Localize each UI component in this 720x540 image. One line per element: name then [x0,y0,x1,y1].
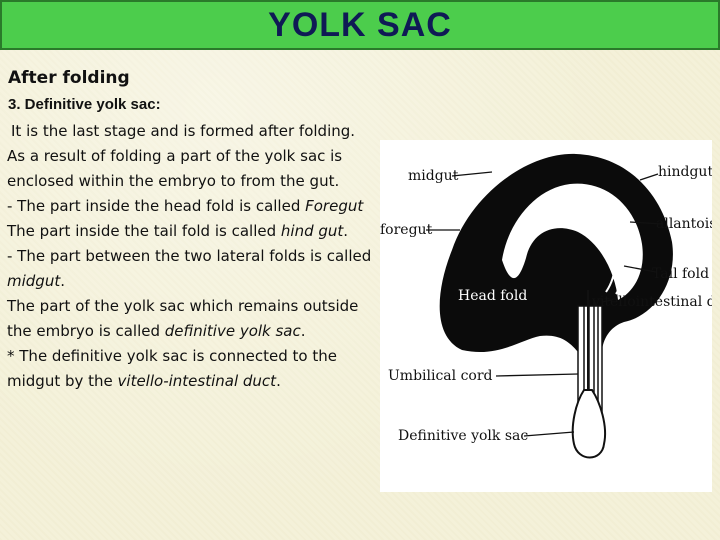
paragraph-hindgut: The part inside the tail fold is called … [7,219,379,244]
leader-line [451,171,493,177]
label-allantois: allantois [656,216,712,232]
definitive-yolk-sac-shape [571,389,606,459]
leader-line [523,431,575,437]
hindgut-term: hind gut [280,222,344,240]
label-foregut: foregut [380,222,433,238]
definitive-period: . [300,322,306,340]
label-umbilical-cord: Umbilical cord [388,368,493,384]
embryo-diagram-svg: midgut hindgut foregut allantois Tail fo… [380,153,712,459]
gut-line [529,198,629,295]
leader-line [495,373,579,377]
title-bar: YOLK SAC [0,0,720,50]
leader-line [639,173,659,181]
midgut-period: . [60,272,65,290]
paragraph-definitive: The part of the yolk sac which remains o… [7,294,379,344]
label-definitive-yolk-sac: Definitive yolk sac [398,428,528,444]
label-vitello-duct: vitellointestinal duct [591,294,712,310]
leader-line [601,299,613,303]
midgut-text: - The part between the two lateral folds… [7,247,372,265]
duct-text: * The definitive yolk sac is connected t… [7,347,337,390]
duct-period: . [276,372,281,390]
foregut-text: - The part inside the head fold is calle… [7,197,306,215]
paragraph-midgut: - The part between the two lateral folds… [7,244,379,294]
paragraph-intro: It is the last stage and is formed after… [11,122,356,140]
paragraph-folding: As a result of folding a part of the yol… [7,147,343,190]
paragraph-foregut: - The part inside the head fold is calle… [7,194,379,219]
subtitle: After folding [8,68,130,88]
page-title: YOLK SAC [268,5,452,44]
paragraph-duct: * The definitive yolk sac is connected t… [7,344,379,394]
embryo-diagram: midgut hindgut foregut allantois Tail fo… [380,140,712,492]
hindgut-period: . [343,222,349,240]
section-title: 3. Definitive yolk sac: [8,96,161,113]
label-tail-fold: Tail fold [652,266,709,282]
label-hindgut: hindgut [658,164,712,180]
duct-term: vitello-intestinal duct [117,372,277,390]
gut-line [519,210,616,293]
leader-line [629,221,663,225]
label-midgut: midgut [408,168,459,184]
label-head-fold: Head fold [458,288,527,304]
leader-line [623,265,657,273]
foregut-term: Foregut [305,197,364,215]
hindgut-text: The part inside the tail fold is called [7,222,281,240]
definitive-text: The part of the yolk sac which remains o… [7,297,359,340]
body-text: It is the last stage and is formed after… [7,119,379,394]
midgut-term: midgut [7,272,61,290]
definitive-term: definitive yolk sac [164,322,301,340]
